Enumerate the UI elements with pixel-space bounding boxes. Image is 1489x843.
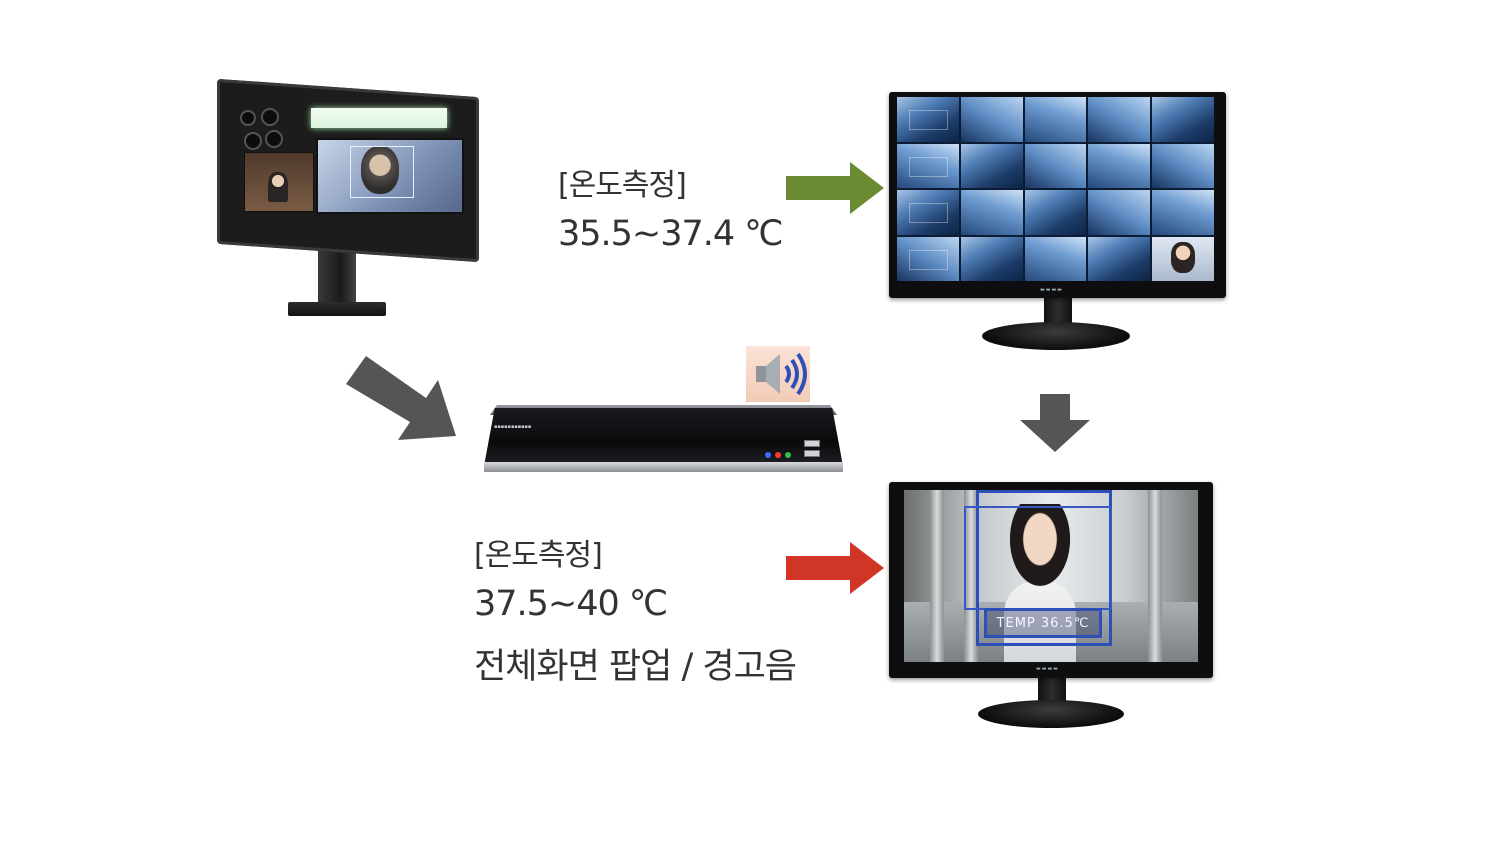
dvr-print: ▪▪▪▪▪▪▪▪▪▪▪ [494,424,532,430]
dvr-usb-port [804,450,820,457]
speaker-sound-icon [746,346,810,402]
kiosk-base [288,302,386,316]
cctv-channel [960,190,1023,235]
cctv-channel [1024,97,1087,142]
cctv-channel [1088,190,1151,235]
cctv-channel [897,97,959,142]
alert-range: 37.5~40 ℃ [474,584,668,624]
cctv-channel [897,143,959,188]
normal-range: 35.5~37.4 ℃ [558,214,784,254]
alert-monitor: TEMP 36.5℃ ▬▬▬▬ [0,0,1489,728]
cctv-channel [960,143,1023,188]
kiosk-camera-icon [240,110,256,126]
flow-arrow-down [1020,394,1090,452]
cctv-channel [897,236,959,281]
kiosk-ad-person [268,172,288,202]
kiosk-light-strip [311,108,447,128]
monitor-brand-logo: ▬▬▬▬ [1040,287,1063,293]
kiosk-camera-icon [261,108,279,126]
dvr-usb-port [804,440,820,447]
cctv-channel [1088,236,1151,281]
kiosk-sensor-icon [265,130,283,148]
dvr-body [484,408,843,466]
dvr-led [765,452,771,458]
cctv-channel [897,190,959,235]
cctv-face-thumbnail [1152,236,1214,281]
fullscreen-popup: TEMP 36.5℃ [904,490,1198,662]
alert-title: [온도측정] [474,538,603,573]
cctv-channel [1024,236,1087,281]
cctv-channel [1024,143,1087,188]
cctv-channel [1152,143,1214,188]
kiosk-face [361,146,399,194]
monitor-stand [978,700,1124,728]
flow-arrow-diagonal [346,356,456,440]
cctv-channel [1152,190,1214,235]
monitor-stand [982,322,1130,350]
cctv-channel [1152,97,1214,142]
cctv-channel [1088,143,1151,188]
cctv-channel [1088,97,1151,142]
person-body [1004,582,1076,662]
normal-arrow [786,162,884,214]
normal-title: [온도측정] [558,168,687,203]
alert-action: 전체화면 팝업 / 경고음 [474,647,797,687]
monitor-brand-logo: ▬▬▬▬ [1036,666,1059,672]
dvr-led [785,452,791,458]
dvr-led [775,452,781,458]
kiosk-detect-box [350,146,414,198]
face-detect-box-inner [964,506,1112,610]
cctv-grid [897,97,1214,281]
temperature-readout: TEMP 36.5℃ [984,608,1102,638]
kiosk-sensor-icon [244,132,262,150]
cctv-channel [960,97,1023,142]
person-face [1006,504,1074,592]
cctv-channel [960,236,1023,281]
cctv-channel [1024,190,1087,235]
kiosk-pole [318,245,356,307]
alert-arrow [786,542,884,594]
dvr-bottom [484,462,843,472]
